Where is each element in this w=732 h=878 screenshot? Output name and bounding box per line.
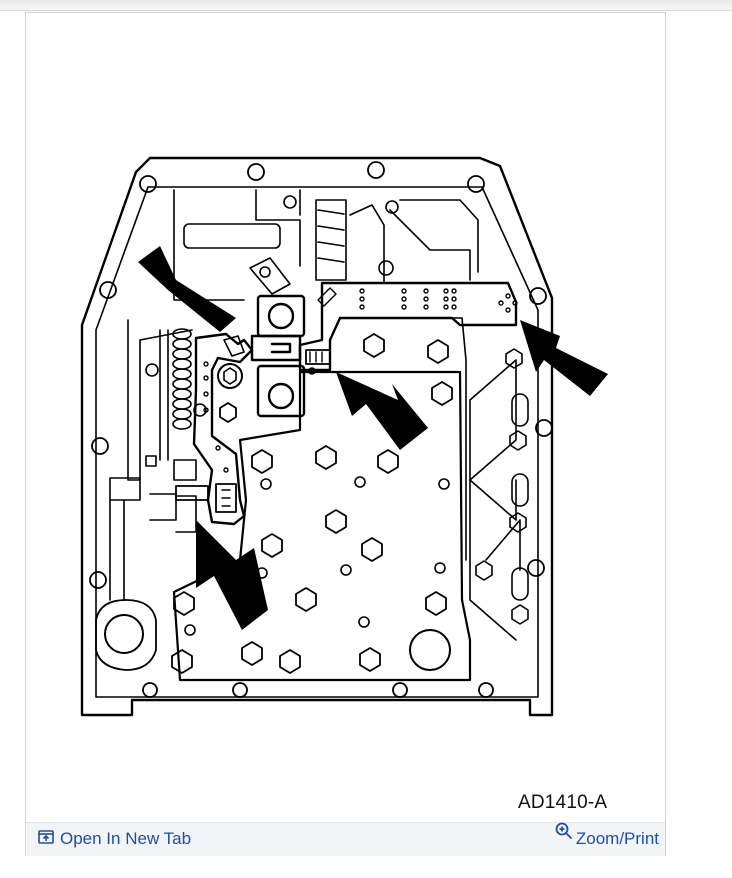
spring-coils — [172, 328, 192, 430]
solenoid-harness — [175, 294, 331, 526]
image-footer-bar: Open In New Tab Zoom/Print — [26, 822, 665, 856]
pan-outline — [80, 156, 554, 717]
open-new-tab-icon — [38, 829, 54, 849]
open-in-new-tab-label: Open In New Tab — [60, 829, 192, 848]
arrow-upper-left — [138, 246, 236, 332]
pointer-arrows — [138, 246, 608, 630]
arrow-right — [520, 320, 608, 396]
arrow-lower-left — [196, 520, 268, 630]
perimeter-bolt-holes — [89, 161, 553, 698]
open-in-new-tab-link[interactable]: Open In New Tab — [38, 829, 191, 849]
left-side-components — [95, 319, 207, 671]
right-channels — [469, 348, 529, 641]
figure-code: AD1410-A — [518, 792, 608, 813]
zoom-print-link[interactable]: Zoom/Print — [555, 822, 659, 849]
top-toolbar-strip — [0, 0, 732, 11]
zoom-magnifier-icon — [555, 822, 573, 845]
upper-casting — [173, 189, 479, 301]
hex-bolts — [171, 333, 453, 674]
zoom-print-label: Zoom/Print — [575, 829, 659, 848]
arrow-middle — [336, 372, 428, 450]
